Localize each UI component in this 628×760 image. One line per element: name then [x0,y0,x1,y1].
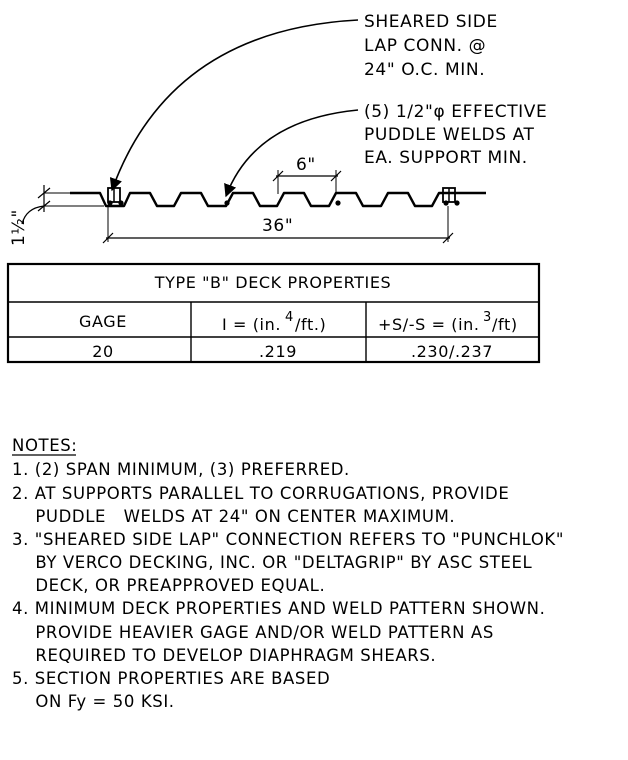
callout-line: LAP CONN. @ [364,36,486,56]
notes-block: NOTES: 1. (2) SPAN MINIMUM, (3) PREFERRE… [12,436,564,711]
svg-text:3: 3 [483,310,492,325]
gage-header: GAGE [79,312,127,331]
section-modulus-value: .230/.237 [411,342,493,361]
puddle-weld [224,200,230,206]
callout-line: EA. SUPPORT MIN. [364,148,528,168]
svg-text:/ft): /ft) [492,315,518,334]
panel-width-label: 36" [262,216,293,236]
puddle-welds-callout: (5) 1/2"φ EFFECTIVE PUDDLE WELDS AT EA. … [224,102,547,198]
deck-depth-label: 1½" [9,209,29,246]
rib-spacing-label: 6" [296,155,316,175]
note-line: 1. (2) SPAN MINIMUM, (3) PREFERRED. [12,460,350,479]
svg-text:4: 4 [285,310,294,325]
gage-value: 20 [92,342,114,361]
section-modulus-header: +S/-S = (in. 3 /ft) [378,310,518,334]
sheared-side-callout: SHEARED SIDE LAP CONN. @ 24" O.C. MIN. [109,12,498,192]
puddle-weld [335,200,341,206]
inertia-header: I = (in. 4 /ft.) [222,310,326,334]
svg-text:I = (in.: I = (in. [222,315,281,334]
note-line: REQUIRED TO DEVELOP DIAPHRAGM SHEARS. [12,646,436,665]
callout-line: SHEARED SIDE [364,12,498,32]
callout-line: PUDDLE WELDS AT [364,125,535,145]
puddle-weld [118,200,124,206]
note-line: 2. AT SUPPORTS PARALLEL TO CORRUGATIONS,… [12,484,509,503]
callout-line: 24" O.C. MIN. [364,60,485,80]
puddle-welds-leader [224,109,359,198]
depth-dimension: 1½" [9,185,104,246]
panel-width-dimension: 36" [102,206,454,244]
note-line: PUDDLE WELDS AT 24" ON CENTER MAXIMUM. [12,507,455,526]
note-line: 3. "SHEARED SIDE LAP" CONNECTION REFERS … [12,530,564,549]
deck-properties-table: TYPE "B" DECK PROPERTIES GAGE I = (in. 4… [6,262,541,364]
puddle-weld [107,200,113,206]
puddle-weld [443,200,449,206]
inertia-value: .219 [259,342,297,361]
note-line: ON Fy = 50 KSI. [12,692,175,711]
svg-text:+S/-S = (in.: +S/-S = (in. [378,315,480,334]
deck-profile [70,187,486,208]
note-line: 4. MINIMUM DECK PROPERTIES AND WELD PATT… [12,599,545,618]
notes-heading: NOTES: [12,436,77,455]
rib-spacing-dimension: 6" [272,155,342,194]
table-title: TYPE "B" DECK PROPERTIES [154,273,392,292]
note-line: PROVIDE HEAVIER GAGE AND/OR WELD PATTERN… [12,623,494,642]
puddle-weld [454,200,460,206]
svg-text:/ft.): /ft.) [295,315,326,334]
callout-line: (5) 1/2"φ EFFECTIVE [364,102,547,122]
note-line: BY VERCO DECKING, INC. OR "DELTAGRIP" BY… [12,553,533,572]
note-line: DECK, OR PREAPPROVED EQUAL. [12,576,325,595]
note-line: 5. SECTION PROPERTIES ARE BASED [12,669,330,688]
sheared-side-leader [109,19,359,192]
